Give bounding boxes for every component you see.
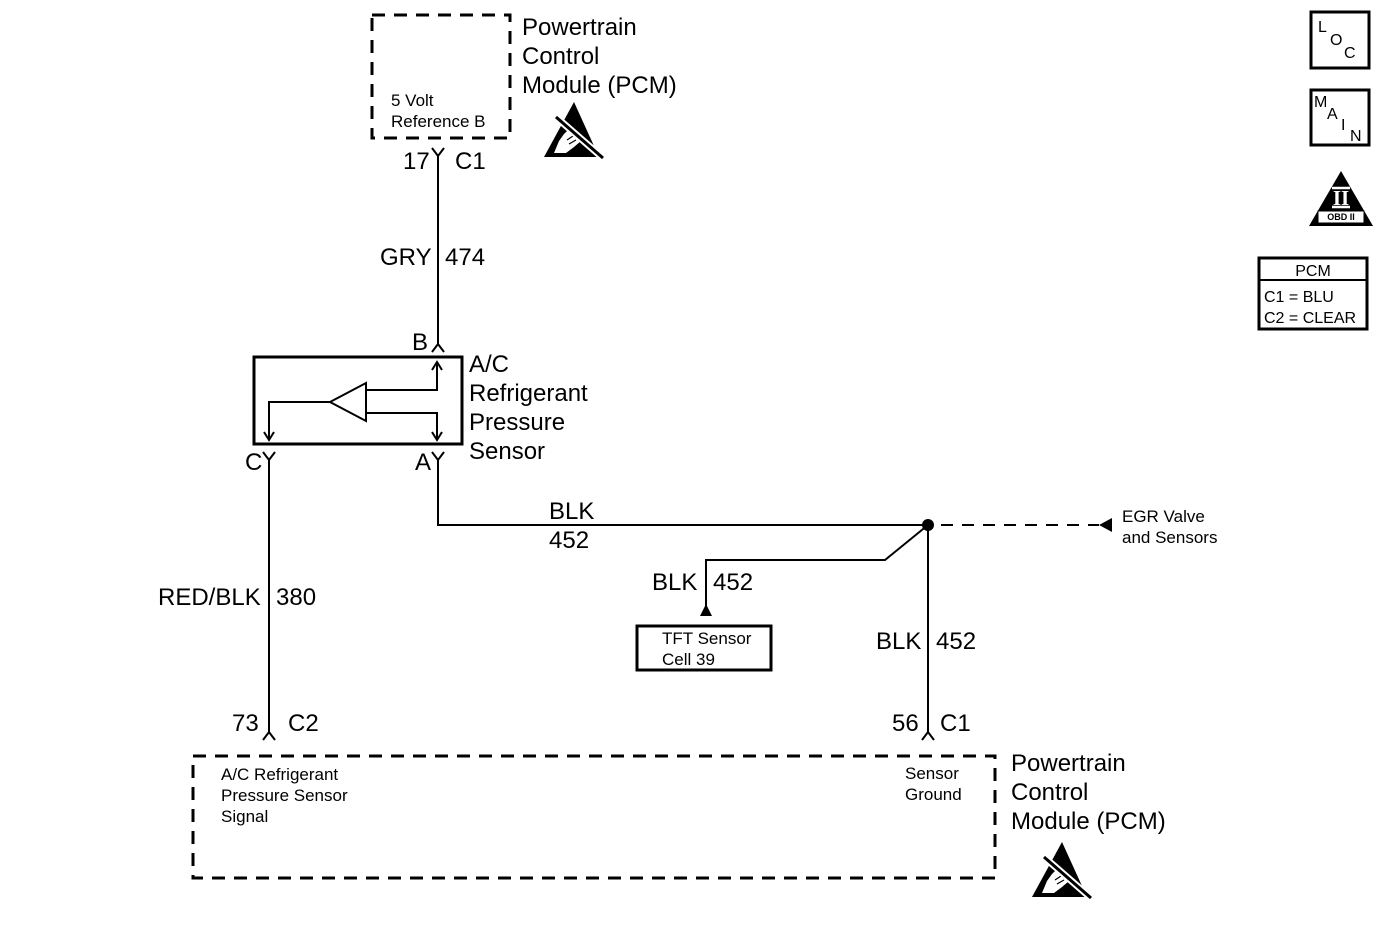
tft-sensor-line-1: TFT Sensor: [662, 629, 752, 648]
tft-sensor-line-2: Cell 39: [662, 650, 715, 669]
wire-red-blk-380-circuit: 380: [276, 584, 316, 611]
terminal-a-symbol: [431, 451, 445, 462]
pin-number-17: 17: [403, 148, 430, 175]
obd-label-box: [1317, 210, 1365, 224]
top-pcm-title-line-1: Powertrain: [522, 14, 637, 41]
obd-label: OBD II: [1327, 212, 1355, 222]
wire-blk-452-pcm-color: BLK: [876, 628, 921, 655]
connector-c1-bottom: C1: [940, 710, 971, 737]
sensor-line-to-b: [366, 363, 438, 391]
sensor-name-line-4: Sensor: [469, 438, 545, 465]
signal-pin-label-line-2: Pressure Sensor: [221, 786, 348, 805]
top-pcm-title-line-3: Module (PCM): [522, 72, 677, 99]
tft-sensor-reference: TFT Sensor Cell 39: [635, 624, 773, 672]
main-box: [1309, 88, 1371, 147]
signal-pin-label-line-1: A/C Refrigerant: [221, 765, 338, 784]
sensor-line-to-a: [366, 412, 438, 439]
arrow-up-icon: [700, 604, 712, 616]
ground-pin-label-line-2: Ground: [905, 785, 962, 804]
main-letter-1: M: [1314, 94, 1327, 111]
loc-letter-1: L: [1318, 19, 1327, 36]
esd-sensitive-icon: [1032, 842, 1091, 898]
pcm-legend-box: [1257, 256, 1369, 331]
wire-gry-474-circuit: 474: [445, 244, 485, 271]
top-pcm-pin-label-line-2: Reference B: [391, 112, 486, 131]
terminal-b-symbol: [431, 342, 445, 353]
connector-c2: C2: [288, 710, 319, 737]
ac-refrigerant-pressure-sensor: B A/C Refrigerant Pressure Sensor C A: [245, 329, 588, 476]
obd-numeral: II: [1333, 186, 1349, 210]
wire-blk-452-sensor-ground: [437, 460, 928, 526]
top-pcm-title-line-2: Control: [522, 43, 599, 70]
ground-pin-label-line-1: Sensor: [905, 764, 959, 783]
wire-blk-452-pcm-circuit: 452: [936, 628, 976, 655]
bottom-pcm-title-line-2: Control: [1011, 779, 1088, 806]
arrow-up-icon: [431, 360, 443, 371]
main-letter-2: A: [1327, 106, 1338, 123]
pcm-legend-header: PCM: [1295, 263, 1331, 280]
main-icon[interactable]: M A I N: [1309, 88, 1371, 147]
wire-blk-452-tft-circuit: 452: [713, 569, 753, 596]
top-pcm-dashed-box: [370, 13, 512, 140]
wire-blk-452-sensor-circuit: 452: [549, 527, 589, 554]
pcm-legend-row-1: C1 = BLU: [1264, 289, 1334, 306]
connector-56-c1: 56 C1: [892, 710, 971, 741]
sensor-terminal-b: B: [412, 329, 428, 356]
egr-reference-line-1: EGR Valve: [1122, 507, 1205, 526]
top-pcm: Powertrain Control Module (PCM) 5 Volt R…: [370, 13, 677, 158]
connector-terminal-symbol: [921, 730, 935, 741]
esd-sensitive-icon: [544, 102, 603, 158]
pcm-legend-row-2: C2 = CLEAR: [1264, 310, 1356, 327]
terminal-c-symbol: [262, 451, 276, 462]
obd-ii-icon: II OBD II: [1309, 171, 1373, 226]
loc-icon[interactable]: L O C: [1309, 10, 1371, 70]
sensor-terminal-c: C: [245, 449, 262, 476]
loc-box: [1309, 10, 1371, 70]
main-letter-3: I: [1341, 117, 1345, 134]
arrow-down-icon: [431, 431, 443, 442]
bottom-pcm-dashed-box: [191, 754, 997, 880]
wire-gry-474-color: GRY: [380, 244, 432, 271]
bottom-pcm-title-line-1: Powertrain: [1011, 750, 1126, 777]
main-letter-4: N: [1350, 128, 1362, 145]
connector-terminal-symbol: [431, 147, 445, 158]
connector-17-c1: 17 C1: [403, 147, 486, 175]
connector-c1-top: C1: [455, 148, 486, 175]
tft-sensor-box: [635, 624, 773, 672]
pcm-connector-legend: PCM C1 = BLU C2 = CLEAR: [1257, 256, 1369, 331]
egr-reference-line-2: and Sensors: [1122, 528, 1217, 547]
arrow-down-icon: [263, 431, 275, 442]
sensor-terminal-a: A: [415, 449, 431, 476]
connector-terminal-symbol: [262, 730, 276, 741]
wire-blk-452-tft-color: BLK: [652, 569, 697, 596]
arrow-left-icon: [1099, 518, 1112, 532]
sensor-box: [252, 355, 464, 446]
amplifier-triangle-icon: [327, 381, 367, 423]
sensor-name-line-2: Refrigerant: [469, 380, 588, 407]
bottom-pcm-title-line-3: Module (PCM): [1011, 808, 1166, 835]
bottom-pcm: A/C Refrigerant Pressure Sensor Signal S…: [191, 750, 1166, 898]
wire-blk-452-sensor-color: BLK: [549, 498, 594, 525]
top-pcm-pin-label-line-1: 5 Volt: [391, 91, 434, 110]
wire-red-blk-380-color: RED/BLK: [158, 584, 261, 611]
sensor-name-line-1: A/C: [469, 351, 509, 378]
signal-pin-label-line-3: Signal: [221, 807, 268, 826]
wire-blk-452-tft: [705, 524, 929, 606]
sensor-name-line-3: Pressure: [469, 409, 565, 436]
sensor-line-to-c: [268, 401, 330, 439]
pin-number-56: 56: [892, 710, 919, 737]
loc-letter-3: C: [1344, 45, 1356, 62]
connector-73-c2: 73 C2: [232, 710, 319, 741]
pin-number-73: 73: [232, 710, 259, 737]
loc-letter-2: O: [1330, 32, 1342, 49]
